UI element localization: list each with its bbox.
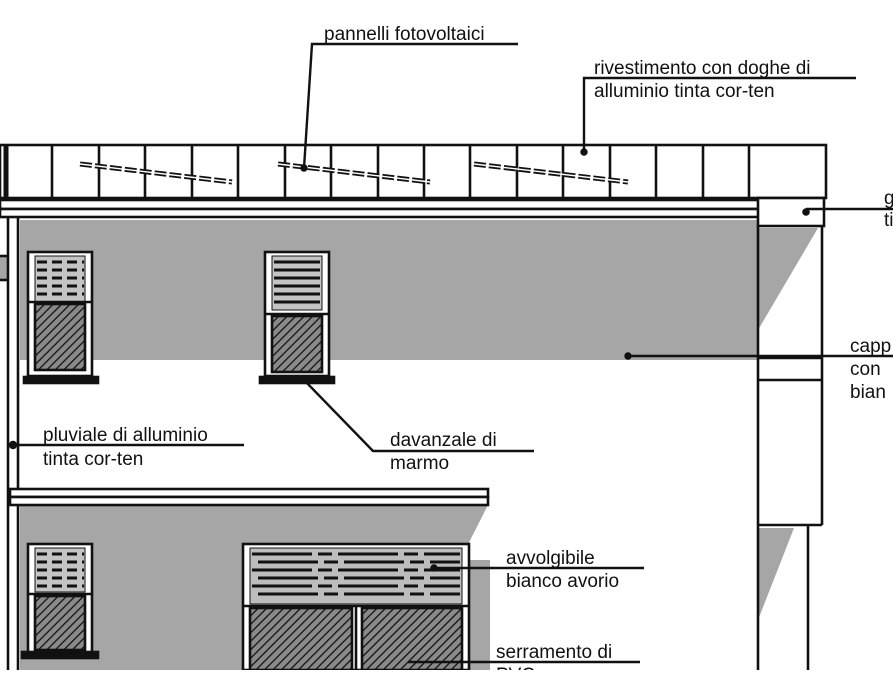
building-outline bbox=[0, 217, 824, 670]
leader-rivestimento bbox=[582, 76, 856, 152]
window-lower-left bbox=[20, 542, 100, 660]
leader-davanzale bbox=[304, 380, 534, 453]
label-rivestimento-1: rivestimento con doghe di bbox=[594, 58, 811, 79]
label-pannelli: pannelli fotovoltaici bbox=[324, 24, 485, 45]
label-serramento-1: serramento di bbox=[496, 642, 612, 663]
label-cappotto-3: bian bbox=[850, 382, 886, 403]
roof-eave bbox=[0, 196, 826, 228]
labels: pannelli fotovoltaici rivestimento con d… bbox=[43, 24, 893, 675]
label-pluviale-2: tinta cor-ten bbox=[43, 449, 143, 470]
label-avvolgibile-1: avvolgibile bbox=[506, 548, 595, 569]
window-upper-left bbox=[22, 250, 100, 385]
label-pluviale-1: pluviale di alluminio bbox=[43, 425, 208, 446]
label-gronda-1: g bbox=[884, 188, 893, 209]
leader-lines bbox=[8, 42, 893, 664]
leader-pannelli bbox=[302, 42, 518, 169]
label-davanzale-1: davanzale di bbox=[390, 430, 497, 451]
roof-cladding bbox=[0, 143, 828, 200]
label-serramento-2: PVC ... bbox=[496, 665, 556, 670]
cornice bbox=[8, 487, 490, 507]
label-rivestimento-2: alluminio tinta cor-ten bbox=[594, 81, 775, 102]
label-davanzale-2: marmo bbox=[390, 453, 449, 474]
label-gronda-2: ti bbox=[884, 210, 893, 231]
french-window-lower bbox=[241, 542, 471, 672]
window-upper-middle bbox=[258, 250, 336, 385]
label-cappotto-2: con bbox=[850, 359, 881, 380]
label-avvolgibile-2: bianco avorio bbox=[506, 571, 619, 592]
label-cappotto-1: capp bbox=[850, 336, 891, 357]
